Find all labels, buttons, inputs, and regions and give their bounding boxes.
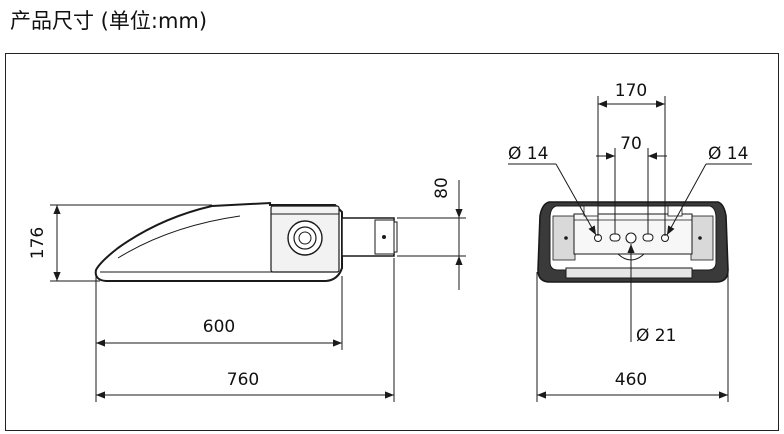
outer-spacing-label: 170 <box>615 81 647 101</box>
leader-hole-right <box>666 163 752 236</box>
width-label: 460 <box>615 370 647 390</box>
total-length-label: 760 <box>227 370 259 390</box>
dim-spigot-80 <box>397 180 466 290</box>
spigot-label: 80 <box>432 177 452 199</box>
hole-dia-right-label: Ø 14 <box>708 144 748 164</box>
dim-length-760 <box>96 258 395 402</box>
rear-view <box>537 201 729 283</box>
leader-hole-left <box>508 163 597 236</box>
side-view <box>94 201 398 282</box>
slot-left <box>609 233 621 242</box>
dim-170 <box>597 96 666 236</box>
dim-height-176 <box>50 204 212 282</box>
dim-width-460 <box>536 272 729 402</box>
drawing-frame <box>5 53 779 431</box>
dim-length-600 <box>95 276 343 402</box>
center-hole <box>625 232 637 244</box>
hole-dia-left-label: Ø 14 <box>508 144 548 164</box>
center-hole-label: Ø 21 <box>636 326 676 346</box>
dim-70 <box>596 148 667 234</box>
page-title: 产品尺寸 (单位:mm) <box>10 9 208 33</box>
height-label: 176 <box>28 227 48 259</box>
inner-spacing-label: 70 <box>620 134 642 154</box>
lamp-length-label: 600 <box>203 317 235 337</box>
slot-right <box>642 233 654 242</box>
